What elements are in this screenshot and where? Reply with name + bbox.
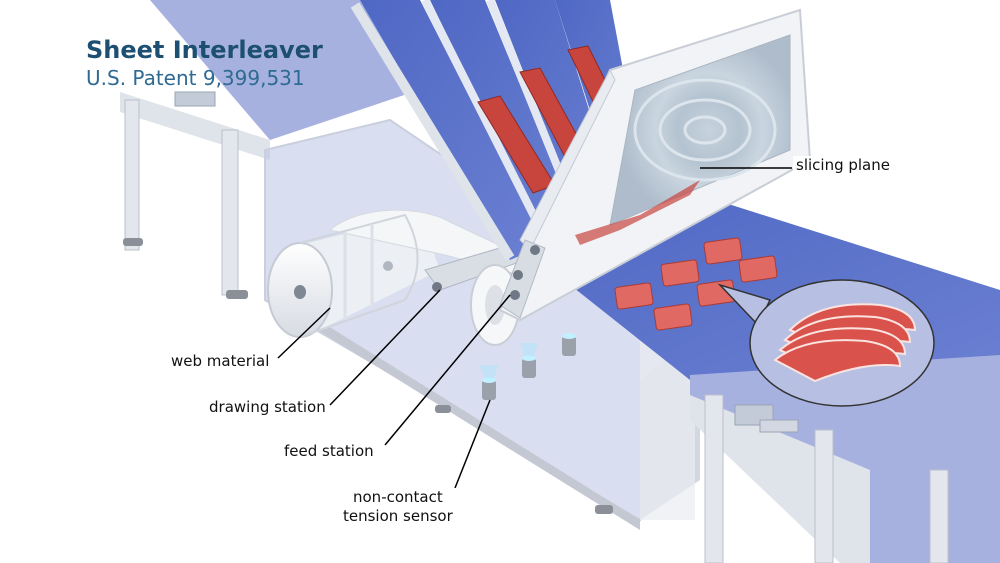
callout-tension-sensor-line1: non-contact xyxy=(353,488,443,506)
zoom-bubble xyxy=(717,279,935,407)
drawing-station xyxy=(424,244,526,346)
callout-web-material: web material xyxy=(168,352,273,371)
diagram-title: Sheet Interleaver xyxy=(86,36,323,64)
callout-tension-sensor-line2: tension sensor xyxy=(343,507,453,525)
leader-feed-station xyxy=(384,294,511,446)
callout-feed-station: feed station xyxy=(281,442,377,461)
leader-web-material xyxy=(277,307,331,359)
callout-tension-sensor: non-contact tension sensor xyxy=(340,488,456,526)
callout-slicing-plane: slicing plane xyxy=(793,156,893,175)
leader-drawing-station xyxy=(329,289,441,406)
tension-sensors xyxy=(480,333,576,400)
bacon-stack-closeup xyxy=(773,303,917,383)
slicing-blade-housing xyxy=(498,8,812,322)
callout-drawing-station: drawing station xyxy=(206,398,329,417)
leader-tension-sensor xyxy=(454,399,491,489)
diagram-subtitle: U.S. Patent 9,399,531 xyxy=(86,66,305,90)
leader-lines xyxy=(277,167,792,489)
